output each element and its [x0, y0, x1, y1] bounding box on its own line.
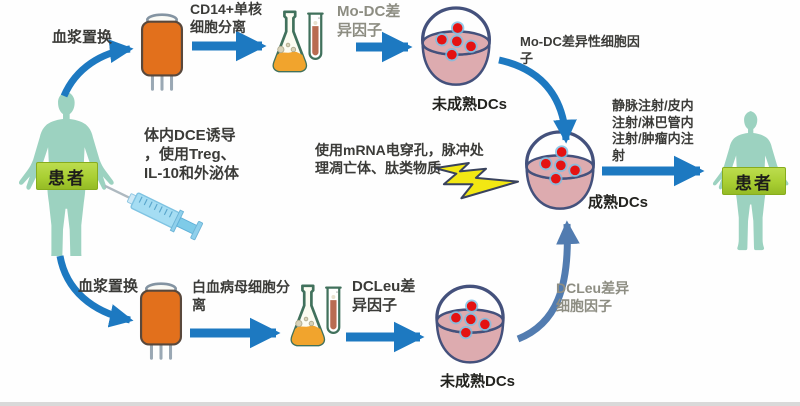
blood-bag-bottom-icon	[135, 277, 187, 365]
label-leukemia-separation: 白血病母细胞分 离	[192, 279, 290, 313]
label-mature-dcs: 成熟DCs	[588, 194, 649, 211]
label-plasma-exchange-top: 血浆置换	[52, 29, 113, 46]
label-mo-dc-factor: Mo-DC差 异因子	[337, 3, 401, 40]
blood-bag-top-icon	[136, 8, 188, 96]
arrow-patient-to-bag-top	[60, 39, 134, 98]
flask-and-tube-bottom-icon	[288, 284, 342, 354]
syringe-icon	[104, 184, 204, 241]
immature-dcs-dish-bottom-icon	[430, 283, 510, 369]
patient-label-right: 患者	[722, 167, 786, 195]
flask-and-tube-top-icon	[270, 10, 324, 80]
label-mo-dc-cytokines: Mo-DC差异性细胞因 子	[520, 34, 640, 66]
label-immature-dcs-top: 未成熟DCs	[432, 96, 508, 113]
patient-label-left-text: 患者	[48, 168, 86, 188]
patient-label-left: 患者	[36, 162, 98, 190]
patient-label-right-text: 患者	[735, 173, 773, 193]
label-cd14-separation: CD14+单核 细胞分离	[190, 1, 262, 35]
label-dcleu-cytokines: DCLeu差异 细胞因子	[556, 280, 630, 314]
label-mrna-electroporation: 使用mRNA电穿孔，脉冲处 理凋亡体、肽类物质	[315, 142, 484, 176]
label-plasma-exchange-bottom: 血浆置换	[78, 278, 139, 295]
label-injection-routes: 静脉注射/皮内 注射/淋巴管内 注射/肿瘤内注 射	[612, 98, 694, 163]
label-dcleu-factor: DCLeu差 异因子	[352, 278, 416, 315]
label-immature-dcs-bottom: 未成熟DCs	[440, 373, 516, 390]
immature-dcs-dish-top-icon	[416, 4, 496, 92]
label-in-vivo-dce: 体内DCE诱导 ，使用Treg、 IL-10和外泌体	[144, 127, 240, 183]
lightning-bolt-icon	[434, 162, 520, 200]
